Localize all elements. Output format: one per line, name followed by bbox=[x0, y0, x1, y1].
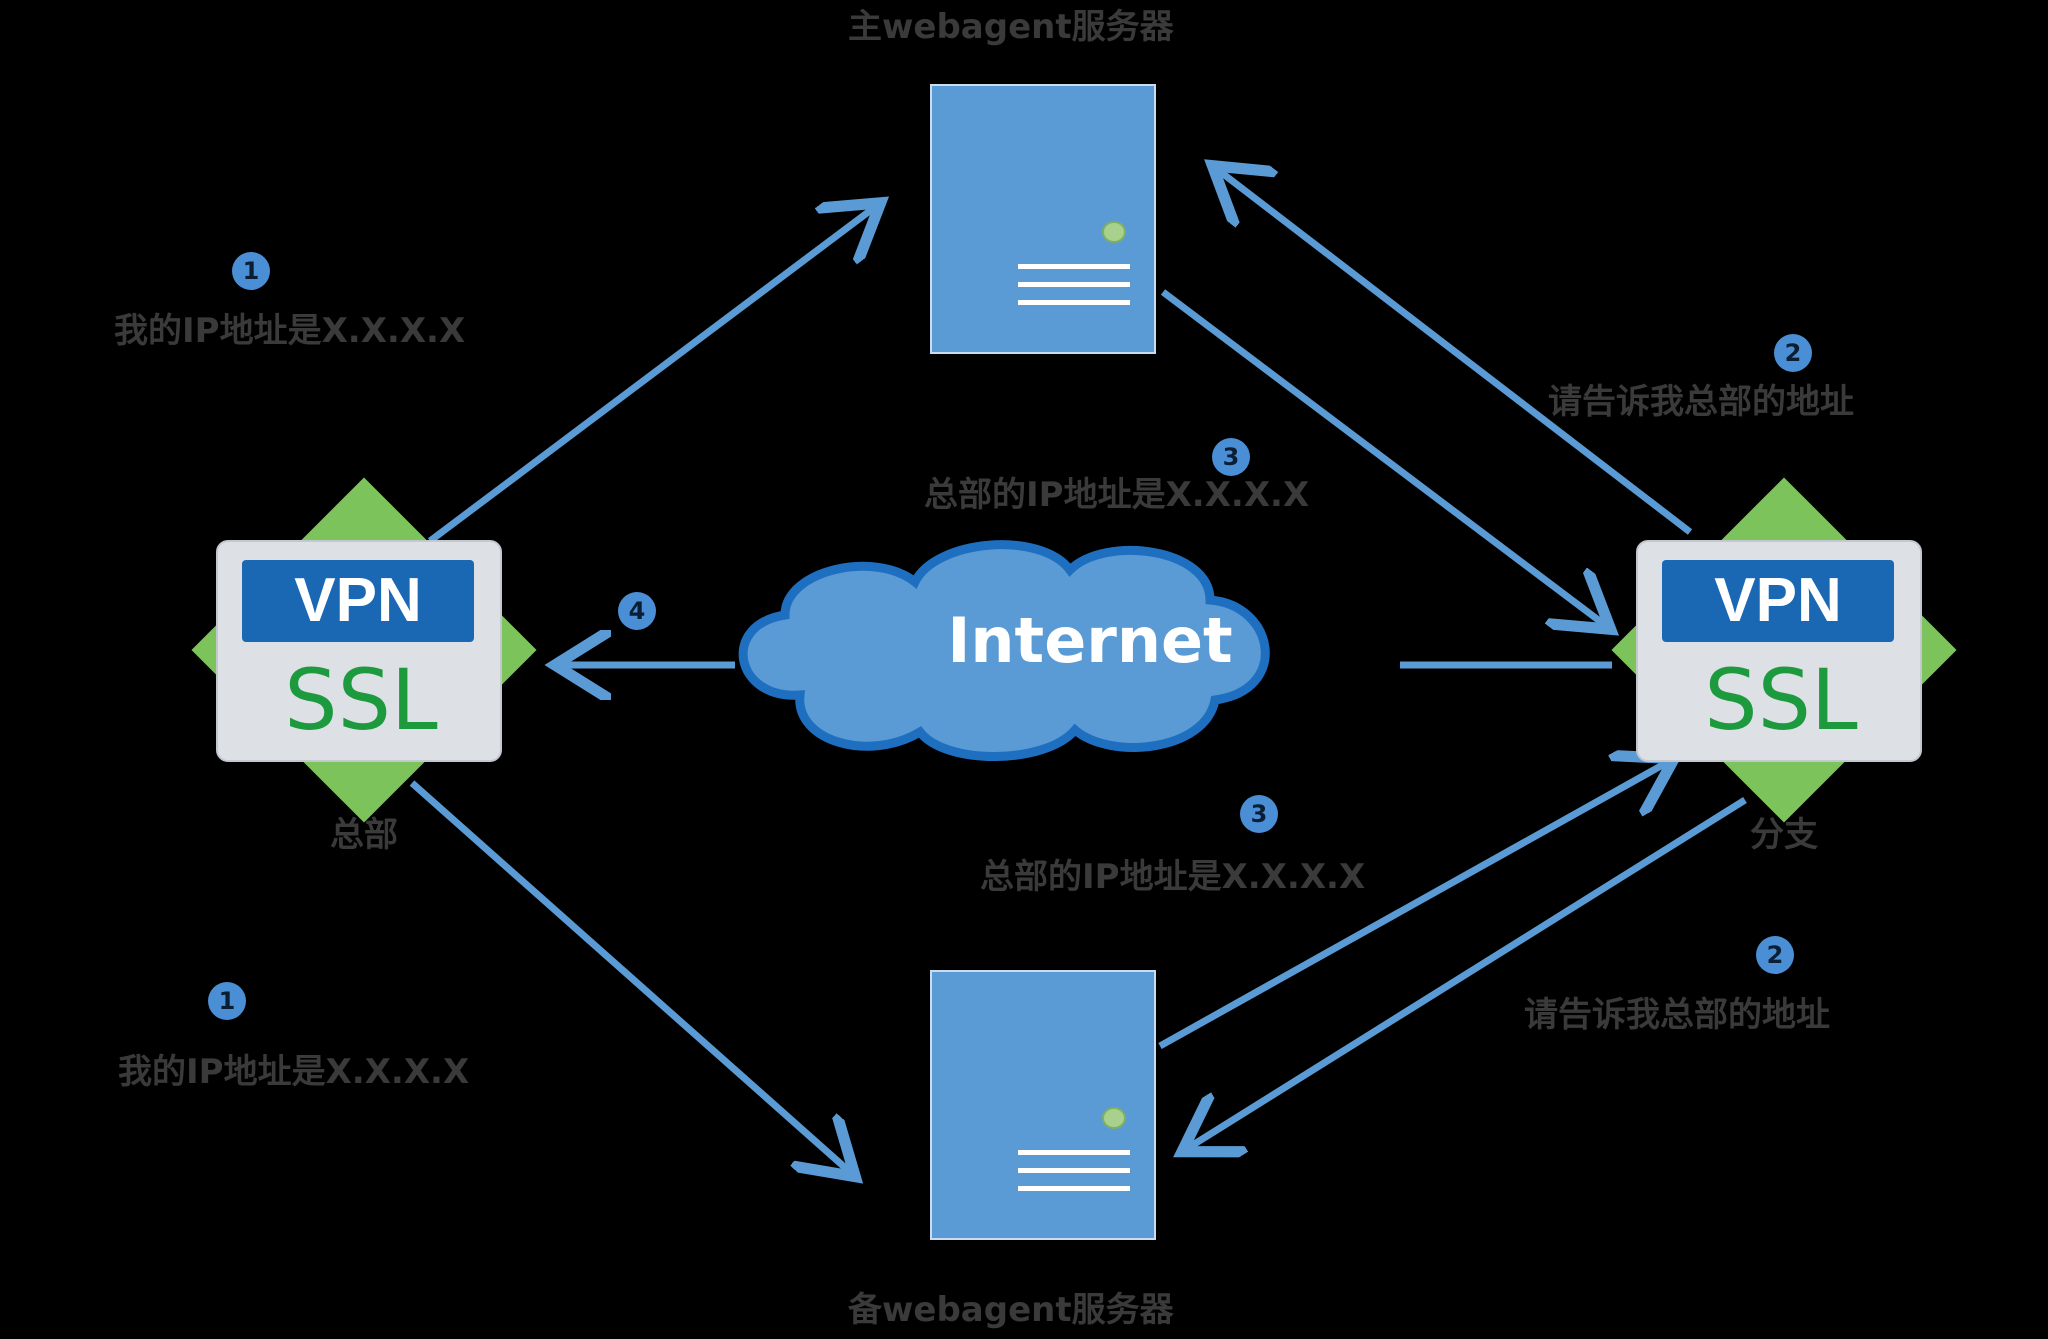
server-slot-line bbox=[1018, 1186, 1130, 1191]
ssl-text: SSL bbox=[284, 651, 438, 749]
internet-cloud bbox=[738, 540, 1270, 761]
step-badge: 4 bbox=[618, 592, 656, 630]
step-badge: 3 bbox=[1240, 795, 1278, 833]
main-server-icon bbox=[930, 84, 1156, 354]
arrow-branch-to-backup-server bbox=[1188, 797, 1747, 1148]
arrow-main-server-to-branch bbox=[1160, 289, 1605, 625]
arrow-backup-server-to-branch bbox=[1158, 762, 1668, 1050]
step-badge: 2 bbox=[1756, 936, 1794, 974]
vpn-device-card: VPN SSL bbox=[1636, 540, 1922, 762]
server-slot-line bbox=[1018, 1168, 1130, 1173]
arrow-hq-to-backup-server bbox=[409, 780, 850, 1172]
step-badge: 1 bbox=[208, 982, 246, 1020]
step-2-top-text: 请告诉我总部的地址 bbox=[1548, 382, 1854, 422]
step-3-top-text: 总部的IP地址是X.X.X.X bbox=[924, 475, 1310, 515]
main-server-label: 主webagent服务器 bbox=[848, 7, 1174, 47]
ssl-text: SSL bbox=[1704, 651, 1858, 749]
step-1-bottom-text: 我的IP地址是X.X.X.X bbox=[118, 1052, 470, 1092]
server-slot-line bbox=[1018, 1150, 1130, 1155]
step-3-bottom-text: 总部的IP地址是X.X.X.X bbox=[980, 857, 1366, 897]
vpn-text: VPN bbox=[1662, 560, 1894, 642]
branch-ssl-vpn-icon: VPN SSL bbox=[1588, 477, 1980, 823]
internet-label: Internet bbox=[947, 604, 1233, 677]
server-status-led bbox=[1102, 221, 1126, 243]
step-badge: 3 bbox=[1212, 438, 1250, 476]
vpn-device-card: VPN SSL bbox=[216, 540, 502, 762]
server-slot-line bbox=[1018, 282, 1130, 287]
server-slot-line bbox=[1018, 264, 1130, 269]
step-badge: 1 bbox=[232, 252, 270, 290]
arrow-branch-to-main-server bbox=[1218, 170, 1693, 535]
server-slot-line bbox=[1018, 300, 1130, 305]
step-1-top-text: 我的IP地址是X.X.X.X bbox=[114, 311, 466, 351]
backup-server-icon bbox=[930, 970, 1156, 1240]
hq-ssl-vpn-icon: VPN SSL bbox=[168, 477, 560, 823]
server-status-led bbox=[1102, 1107, 1126, 1129]
vpn-text: VPN bbox=[242, 560, 474, 642]
hq-label: 总部 bbox=[330, 815, 398, 855]
backup-server-label: 备webagent服务器 bbox=[848, 1290, 1174, 1330]
arrow-hq-to-main-server bbox=[427, 207, 875, 544]
step-2-bottom-text: 请告诉我总部的地址 bbox=[1524, 995, 1830, 1035]
step-badge: 2 bbox=[1774, 334, 1812, 372]
branch-label: 分支 bbox=[1750, 815, 1818, 855]
